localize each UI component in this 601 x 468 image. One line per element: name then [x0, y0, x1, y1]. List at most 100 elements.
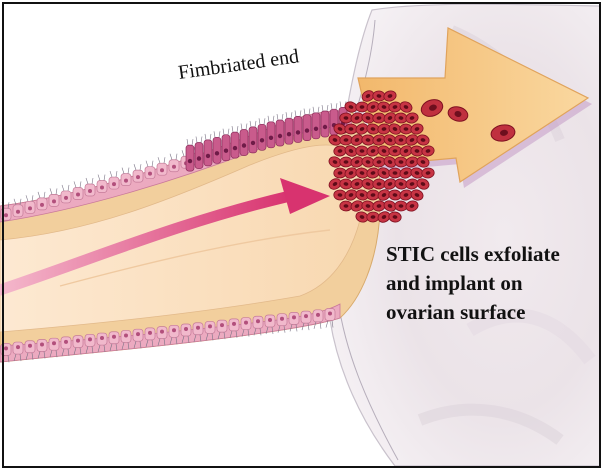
stic-cell: [339, 156, 353, 168]
fimbria-cell: [185, 139, 195, 172]
stic-cell: [344, 167, 358, 179]
flow-arrow: [0, 178, 330, 296]
epithelial-cell: [36, 191, 48, 211]
epithelial-cell: [288, 312, 300, 332]
stic-cell-cluster: [328, 90, 435, 223]
stic-cell: [361, 90, 375, 102]
fimbriae: [185, 101, 348, 172]
stic-cell: [377, 211, 391, 223]
epithelial-cell: [96, 174, 108, 193]
stic-cell: [366, 211, 380, 223]
stic-cell: [333, 167, 347, 179]
epithelial-cell: [48, 337, 60, 358]
fimbria-cell: [302, 108, 312, 141]
epithelial-cell: [132, 164, 144, 183]
stic-cell: [333, 145, 347, 157]
stic-cell: [405, 134, 419, 146]
epithelial-cell: [300, 310, 312, 331]
epithelial-cell: [72, 181, 84, 200]
stic-cell: [388, 101, 402, 113]
stic-cell: [410, 123, 424, 135]
epithelial-cell: [60, 184, 72, 204]
stic-cell: [339, 112, 353, 124]
stic-cell: [355, 167, 369, 179]
epithelial-cell: [12, 341, 24, 362]
stic-caption: STIC cells exfoliate and implant on ovar…: [386, 240, 560, 327]
caption-line-2: and implant on: [386, 271, 523, 295]
fimbria-cell: [266, 115, 276, 149]
stic-cell: [416, 178, 430, 190]
epithelial-cell: [216, 319, 228, 340]
stic-cell: [366, 123, 380, 135]
stic-cell: [372, 178, 386, 190]
epithelial-cell: [108, 331, 120, 351]
stic-cell: [388, 145, 402, 157]
stic-cell: [361, 178, 375, 190]
stic-cell: [344, 189, 358, 201]
epithelial-cell: [312, 309, 324, 329]
epithelial-cell: [72, 335, 84, 355]
caption-line-1: STIC cells exfoliate: [386, 242, 560, 266]
stic-cell: [344, 123, 358, 135]
epithelial-cell: [144, 160, 156, 180]
stic-cell: [344, 145, 358, 157]
fimbria-cell: [203, 133, 213, 167]
epithelial-cell: [156, 157, 168, 176]
fimbria-cell: [311, 106, 321, 140]
epithelial-cell: [108, 170, 120, 190]
stic-cell: [383, 90, 397, 102]
epithelial-cell: [204, 321, 216, 341]
stic-cell: [339, 200, 353, 212]
stic-cell: [394, 134, 408, 146]
stic-cell: [383, 112, 397, 124]
epithelial-cell: [132, 328, 144, 349]
stic-cell: [405, 156, 419, 168]
fimbria-cell: [221, 128, 231, 162]
fimbria-cell: [284, 112, 294, 145]
fimbria-cell: [248, 120, 258, 154]
stic-cell: [366, 167, 380, 179]
exfoliated-cells: [420, 99, 516, 142]
stic-cell: [366, 101, 380, 113]
epithelial-cell: [144, 327, 156, 347]
stic-cell: [350, 112, 364, 124]
epithelial-cell: [84, 177, 96, 197]
stic-cell: [421, 167, 435, 179]
epithelial-cell: [84, 333, 96, 354]
stic-cell: [355, 101, 369, 113]
caption-line-3: ovarian surface: [386, 300, 526, 324]
epithelial-cell: [24, 195, 36, 214]
stic-cell: [333, 189, 347, 201]
epithelial-cell: [60, 336, 72, 356]
epithelial-cell: [120, 330, 132, 350]
stic-cell: [372, 112, 386, 124]
stic-cell: [416, 134, 430, 146]
stic-cell: [328, 156, 342, 168]
fimbria-cell: [257, 118, 267, 151]
epithelial-cell: [252, 315, 264, 336]
epithelial-cell: [324, 308, 336, 328]
epithelial-cell: [168, 324, 180, 345]
stic-cell: [383, 156, 397, 168]
stic-cell: [333, 123, 347, 135]
epithelial-cell: [192, 322, 204, 342]
fimbria-cell: [194, 136, 204, 169]
epithelial-cell: [96, 332, 108, 353]
stic-cell: [421, 145, 435, 157]
stic-cell: [350, 178, 364, 190]
stic-cell: [416, 156, 430, 168]
epithelial-cell: [36, 339, 48, 359]
stic-cell: [377, 101, 391, 113]
stic-cell: [383, 200, 397, 212]
stic-cell: [377, 123, 391, 135]
epithelial-cell: [240, 317, 252, 337]
stic-cell: [350, 156, 364, 168]
stic-cell: [388, 167, 402, 179]
stic-cell: [410, 145, 424, 157]
fimbria-cell: [239, 123, 249, 156]
epithelial-cell: [12, 198, 24, 218]
epithelial-cell: [120, 167, 132, 186]
fimbria-cell: [293, 110, 303, 143]
epithelial-cell: [156, 326, 168, 346]
